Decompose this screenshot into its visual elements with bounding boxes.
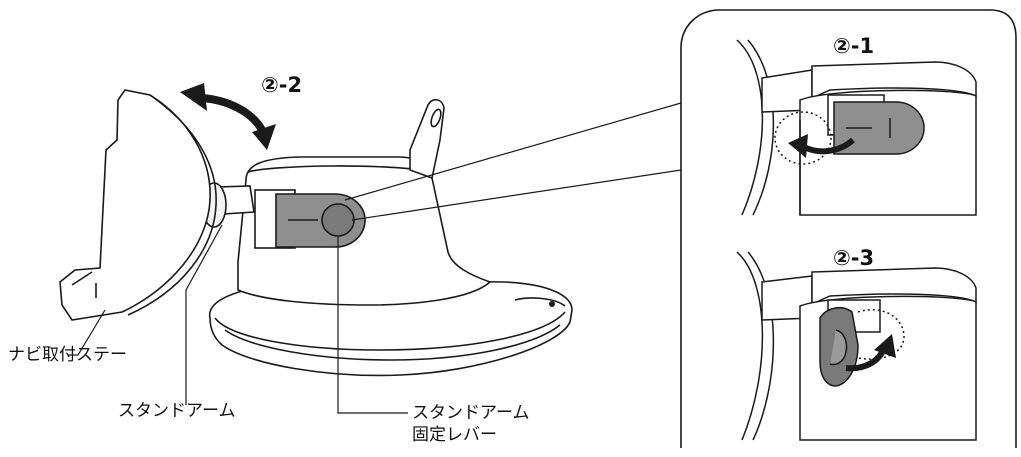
label-stand-arm: スタンドアーム (118, 401, 236, 421)
step-label-rotate: ②-2 (261, 73, 303, 97)
step-label-lock: ②-3 (833, 246, 875, 270)
zoom-projection-lines (344, 102, 682, 221)
navi-mounting-stay (59, 89, 217, 321)
curved-arrow-up-icon (845, 334, 896, 372)
label-lever-line1: スタンドアーム (412, 403, 530, 423)
label-navi-mounting-stay: ナビ取付ステー (8, 345, 127, 365)
detail-unlock (736, 39, 977, 216)
curved-arrow-left-icon (788, 134, 855, 158)
double-curved-arrow-icon (180, 83, 276, 150)
stand-arm-lock-lever (254, 189, 366, 249)
suction-base (209, 279, 573, 377)
detail-lock (736, 251, 977, 441)
step-label-unlock: ②-1 (833, 34, 875, 58)
leader-lines (68, 224, 408, 414)
label-lever-line2: 固定レバー (412, 425, 497, 445)
